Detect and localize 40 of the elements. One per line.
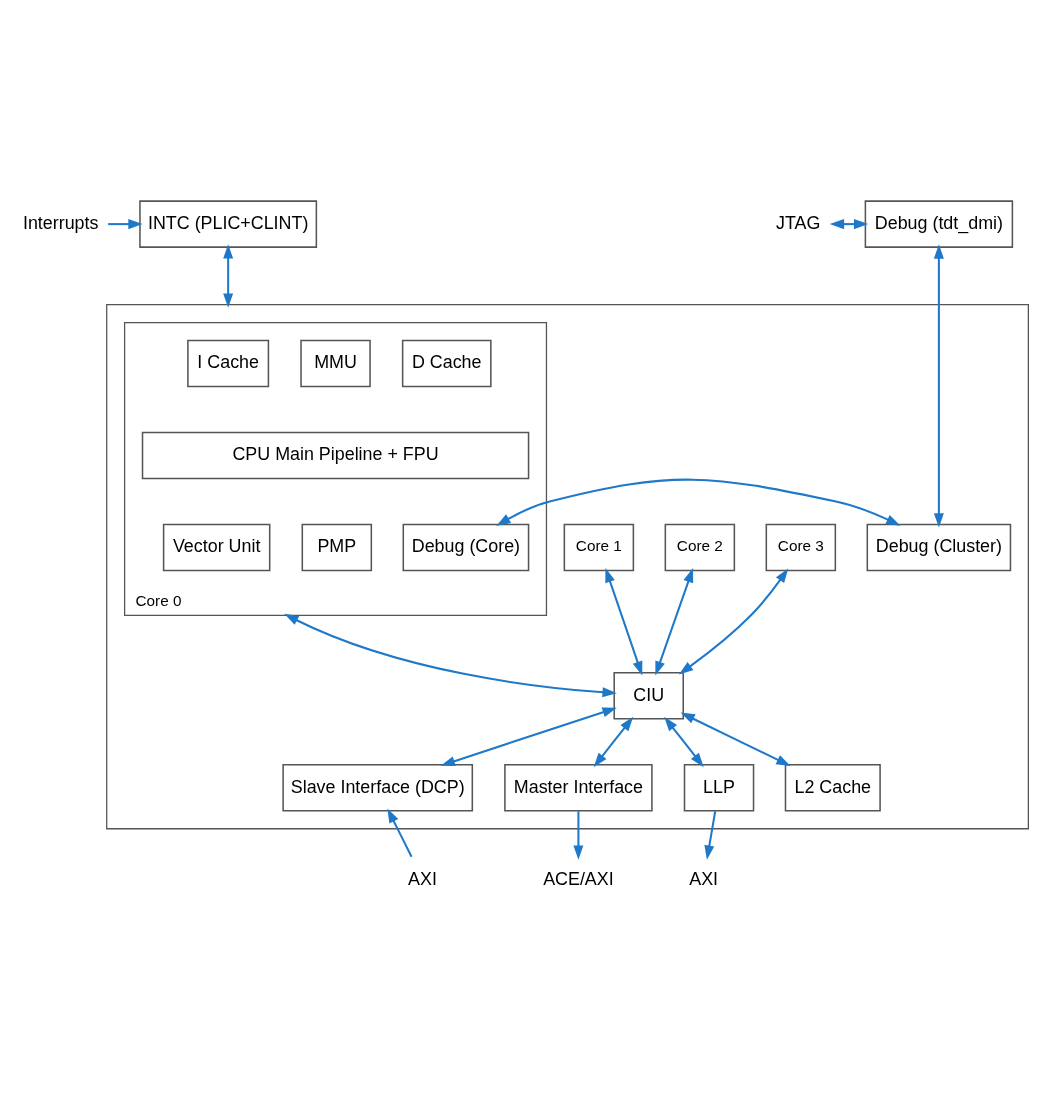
arrow: [387, 808, 413, 858]
node-text: JTAG: [776, 212, 821, 233]
node-box: PMP: [301, 523, 373, 572]
node-box: Master Interface: [504, 764, 653, 812]
node-box: INTC (PLIC+CLINT): [139, 200, 318, 248]
arrow: [573, 811, 584, 860]
arrow: [678, 568, 789, 675]
arrow: [496, 478, 901, 526]
node-box: Debug (Cluster): [866, 523, 1012, 572]
node-box: Vector Unit: [162, 523, 271, 572]
node-text: AXI: [408, 868, 437, 889]
node-box: Core 1: [563, 523, 635, 572]
node-box: D Cache: [401, 339, 492, 388]
node-text: ACE/AXI: [543, 868, 614, 889]
cluster: [106, 304, 1029, 830]
arrow: [605, 568, 643, 676]
node-box: Core 2: [664, 523, 736, 572]
node-box: Core 3: [765, 523, 837, 572]
arrow: [108, 219, 143, 230]
arrow: [680, 712, 791, 767]
node-box: CPU Main Pipeline + FPU: [141, 431, 530, 480]
arrow: [593, 716, 634, 768]
node-box: LLP: [683, 764, 755, 812]
node-box: L2 Cache: [784, 764, 881, 812]
node-box: Slave Interface (DCP): [282, 764, 474, 812]
arrow: [440, 707, 617, 767]
arrow: [704, 811, 717, 860]
arrow: [933, 244, 944, 528]
node-box: Debug (tdt_dmi): [864, 200, 1014, 248]
arrow: [664, 716, 704, 768]
node-text: Interrupts: [22, 212, 99, 233]
arrow: [655, 568, 694, 676]
node-box: MMU: [300, 339, 371, 388]
arrow: [829, 219, 869, 230]
node-box: I Cache: [187, 339, 270, 388]
node-box: Debug (Core): [402, 523, 530, 572]
node-box: CIU: [613, 672, 684, 720]
node-text: AXI: [689, 868, 719, 889]
arrow: [223, 244, 234, 308]
arrow: [284, 613, 617, 698]
